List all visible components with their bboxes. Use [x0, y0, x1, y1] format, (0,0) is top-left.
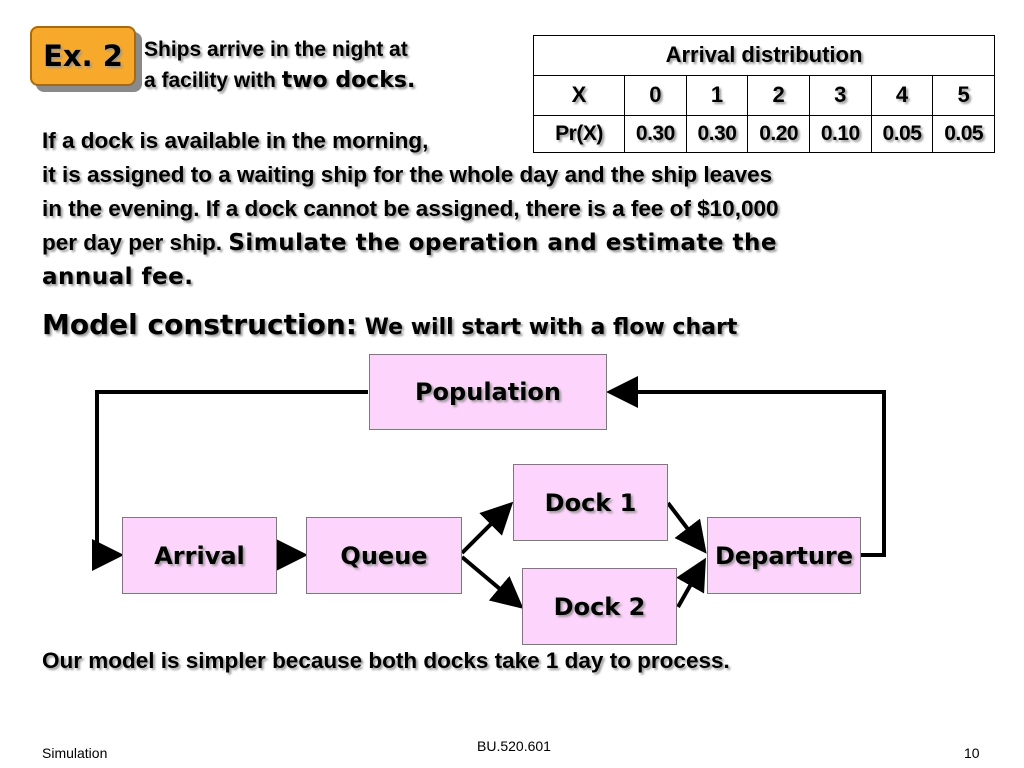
probability-cell: 0.05 [870, 114, 934, 154]
example-badge: Ex. 2 [30, 26, 136, 86]
probability-cell: 0.30 [685, 114, 749, 154]
intro-line-2: a facility with two docks. [144, 65, 415, 96]
queue-to-dock2-arrow [460, 555, 524, 609]
problem-line-5: annual fee. [42, 264, 194, 290]
x-value-cell: 2 [747, 74, 810, 116]
problem-line-3: in the evening. If a dock cannot be assi… [42, 196, 779, 221]
probability-cell: 0.10 [808, 114, 872, 154]
x-value-cell: 3 [808, 74, 872, 116]
problem-line-4: per day per ship. Simulate the operation… [42, 226, 1002, 260]
probability-cell: 0.05 [932, 114, 995, 154]
population-to-arrival-arrow [92, 390, 368, 571]
intro-line-2-prefix: a facility with [144, 69, 282, 92]
dock1-box: Dock 1 [513, 464, 668, 541]
x-value-cell: 5 [932, 74, 995, 116]
intro-line-1: Ships arrive in the night at [144, 38, 408, 61]
intro-line-2-emphasis: two docks. [281, 68, 416, 93]
dock1-to-departure-arrow [666, 501, 707, 554]
probability-cell: 0.30 [624, 114, 687, 154]
arrival-distribution-table: Arrival distribution X 0 1 2 3 4 5 Pr(X)… [533, 35, 995, 154]
arrival-box: Arrival [122, 517, 277, 594]
conclusion-text: Our model is simpler because both docks … [42, 648, 730, 673]
x-value-cell: 4 [870, 74, 934, 116]
departure-to-population-arrow [606, 376, 886, 557]
p-header-cell: Pr(X) [533, 114, 625, 154]
problem-line-2: it is assigned to a waiting ship for the… [42, 162, 773, 187]
intro-text: Ships arrive in the night at a facility … [144, 34, 415, 96]
x-value-cell: 0 [624, 74, 687, 116]
probability-cell: 0.20 [747, 114, 810, 154]
model-construction-heading: Model construction: We will start with a… [42, 308, 737, 341]
table-row-x: X 0 1 2 3 4 5 [533, 74, 995, 116]
problem-line-4-prefix: per day per ship. [42, 230, 229, 255]
queue-to-dock1-arrow [460, 501, 514, 555]
problem-line-4-emphasis: Simulate the operation and estimate the [228, 230, 777, 256]
problem-statement: If a dock is available in the morning, i… [42, 124, 1002, 294]
table-row-probability: Pr(X) 0.30 0.30 0.20 0.10 0.05 0.05 [533, 114, 995, 154]
queue-box: Queue [306, 517, 462, 594]
model-subheading: We will start with a flow chart [357, 315, 738, 340]
model-heading: Model construction: [42, 308, 357, 341]
footer-course-topic: Simulation [42, 745, 108, 761]
population-box: Population [369, 354, 607, 430]
footer-page-number: 10 [964, 745, 980, 761]
dock2-box: Dock 2 [522, 568, 677, 645]
dock2-to-departure-arrow [676, 557, 706, 608]
footer-course-code: BU.520.601 [477, 738, 551, 754]
x-header-cell: X [533, 74, 625, 116]
x-value-cell: 1 [685, 74, 749, 116]
problem-line-1: If a dock is available in the morning, [42, 128, 429, 153]
departure-box: Departure [707, 517, 861, 594]
